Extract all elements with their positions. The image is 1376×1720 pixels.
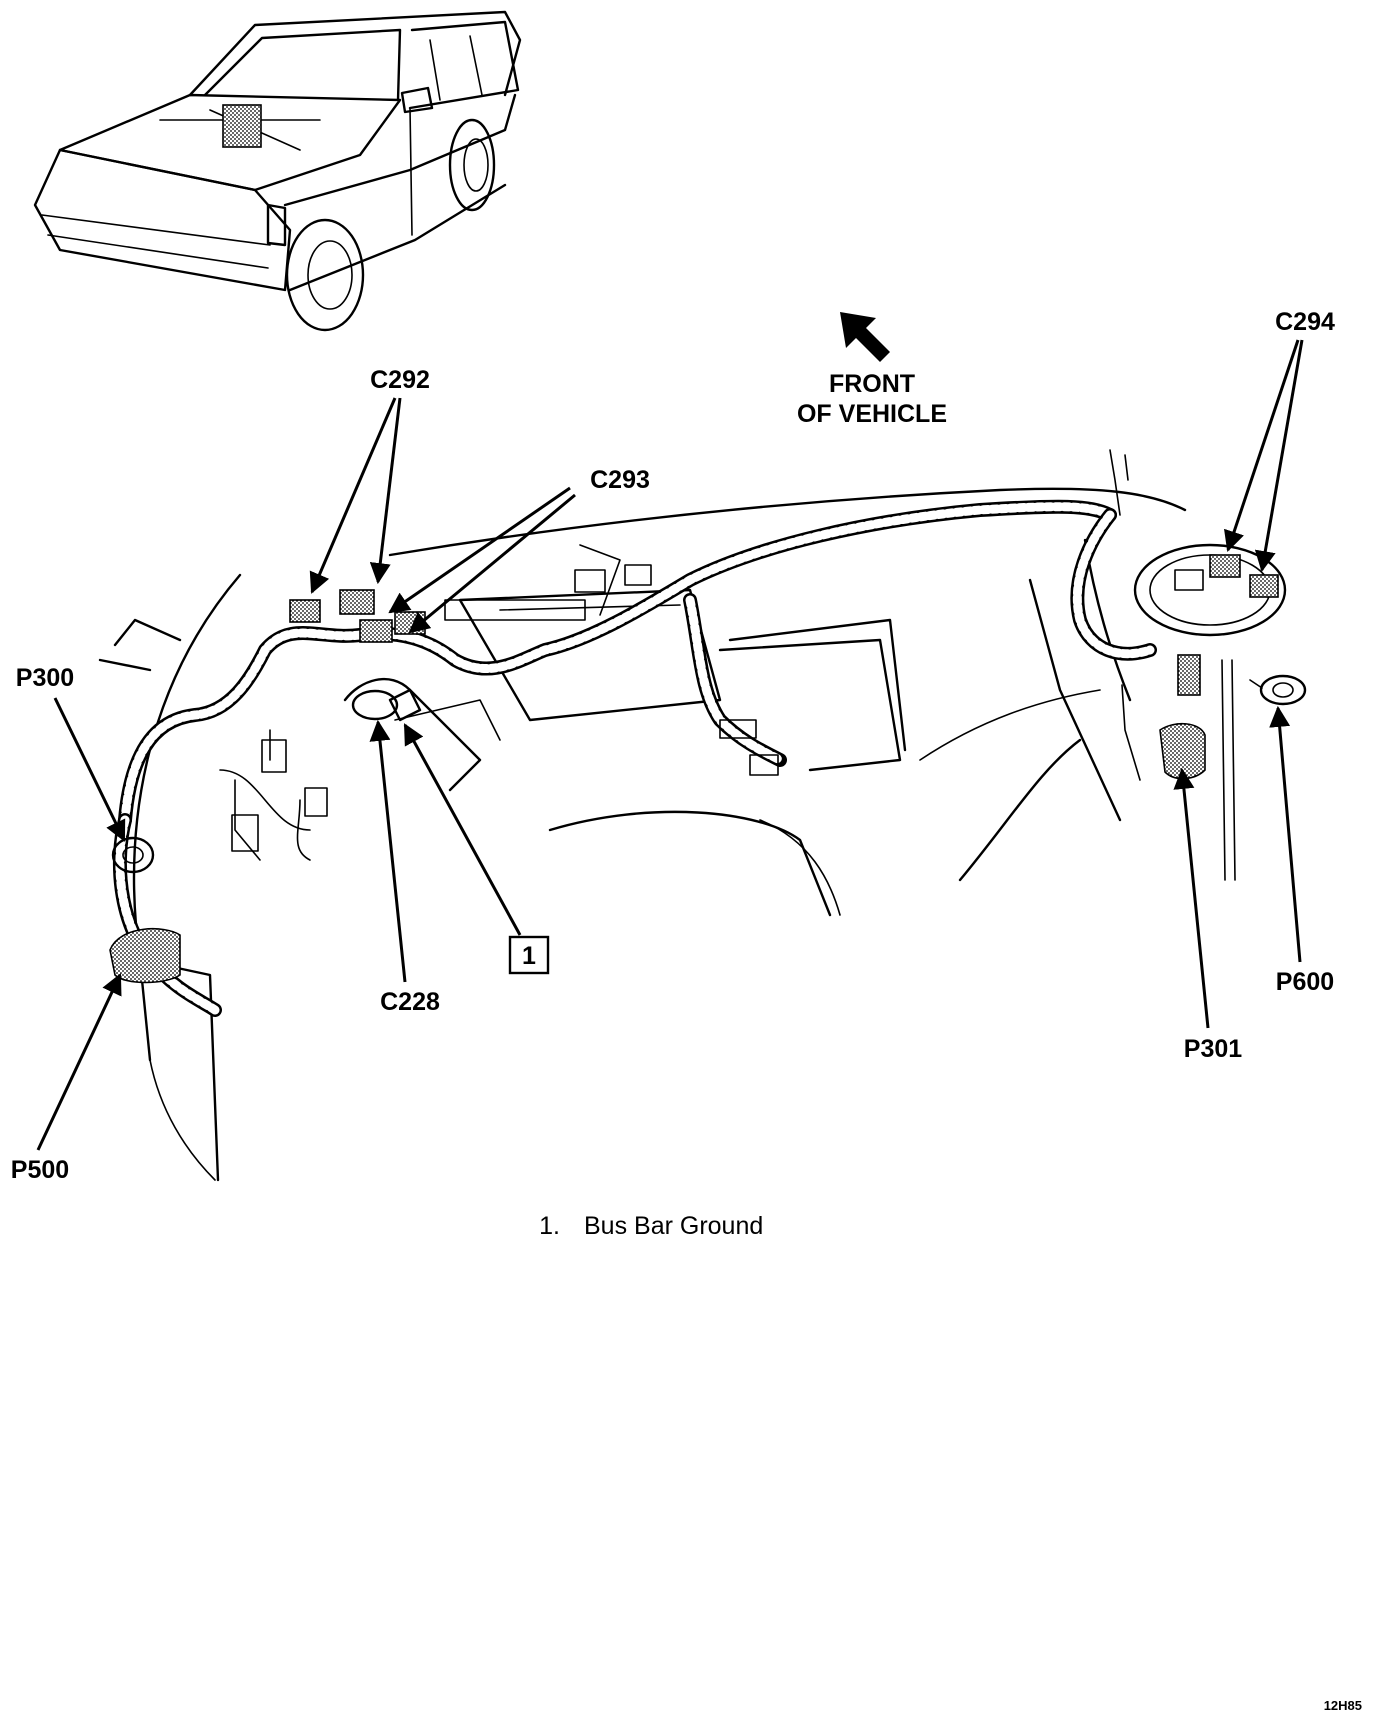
front-label-line1: FRONT: [829, 370, 915, 398]
front-direction-indicator: FRONT OF VEHICLE: [797, 312, 947, 428]
label-c293: C293: [590, 466, 650, 494]
leader-c292-b: [369, 397, 402, 585]
legend-item-text: Bus Bar Ground: [584, 1212, 763, 1240]
leader-p301: [1173, 767, 1210, 1029]
leader-c228: [369, 719, 407, 983]
relay-connector-b: [231, 814, 259, 852]
leader-c293-a: [388, 486, 571, 614]
connector-c294-b: [1249, 574, 1279, 598]
connector-c292-a: [289, 599, 321, 623]
vehicle-locator-illustration: [33, 10, 522, 332]
legend: 1. Bus Bar Ground: [539, 1212, 763, 1240]
passthrough-p600: [1259, 674, 1307, 706]
callout-box-1: [508, 935, 550, 975]
connectors: [109, 543, 1307, 984]
legend-item-number: 1.: [539, 1212, 560, 1240]
label-p600: P600: [1276, 968, 1334, 996]
connector-c294-a: [1209, 554, 1241, 578]
leader-c292-a: [309, 397, 397, 594]
label-c294: C294: [1275, 308, 1335, 336]
connector-c294-ring: [1133, 543, 1287, 637]
front-direction-arrow-icon: [840, 312, 890, 362]
connector-c293-a: [359, 619, 393, 643]
label-p301: P301: [1184, 1035, 1242, 1063]
label-p300: P300: [16, 664, 74, 692]
locator-shaded-area: [222, 104, 262, 148]
connector-c228: [351, 689, 399, 721]
connector-c292-b: [339, 589, 375, 615]
wiring-harness: [112, 449, 1157, 1017]
leader-p500: [36, 973, 122, 1151]
passthrough-p300: [111, 836, 155, 874]
center-connector-c: [719, 719, 757, 739]
center-connector-b: [624, 564, 652, 586]
leader-c294-b: [1254, 339, 1304, 573]
leader-p600: [1269, 705, 1302, 963]
relay-connector-c: [304, 787, 328, 817]
bus-bar-ground: [388, 688, 422, 722]
center-connector-a: [574, 569, 606, 593]
relay-connector-a: [261, 739, 287, 773]
instrument-panel-drawing: [98, 487, 1236, 1182]
leader-callout-1: [403, 723, 522, 936]
passthrough-p301: [1159, 722, 1206, 780]
callout-number-1: 1: [522, 942, 536, 970]
callouts: C292 C293 C294 P300 P500 C228 1 P301 P60…: [11, 308, 1335, 1184]
label-c228: C228: [380, 988, 440, 1016]
leader-c293-b: [408, 493, 576, 634]
label-c292: C292: [370, 366, 430, 394]
center-connector-d: [749, 754, 779, 776]
label-p500: P500: [11, 1156, 69, 1184]
leader-p300: [53, 697, 126, 842]
passthrough-p500: [109, 927, 181, 984]
front-label-line2: OF VEHICLE: [797, 400, 947, 428]
leader-c294-a: [1224, 339, 1300, 552]
figure-reference: 12H85: [1324, 1698, 1362, 1713]
